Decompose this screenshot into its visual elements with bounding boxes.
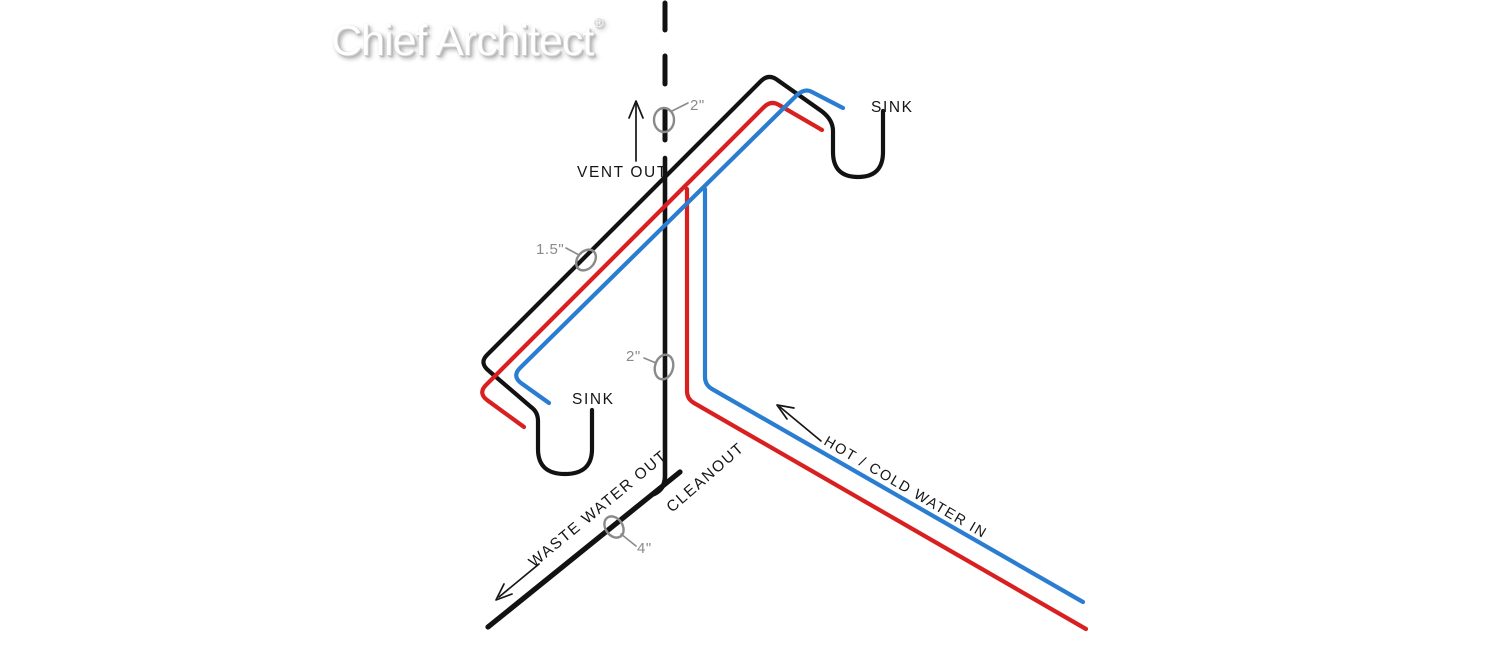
waste-main-size-callout: 4" [603,515,652,557]
sink-top-right-label: SINK [871,99,914,116]
sink-branch-size-callout: 1.5" [536,241,598,272]
stack-size-bubble [653,353,675,381]
waste-main-size-bubble [603,515,625,539]
waste-main-line [485,469,683,630]
sink-branch-size-bubble [574,248,598,272]
water-in-arrow-up-left [776,404,822,442]
registered-trademark-symbol: ® [593,14,604,30]
vent-out-arrow-up [628,100,644,162]
hot-water-run-line [480,100,825,430]
sink-bottom-left-label: SINK [572,391,615,408]
stack-size-leader-line [643,357,657,364]
vent-size-label: 2" [690,97,705,114]
brand-name-text: Chief Architect [331,17,594,65]
chief-architect-logo: Chief Architect® [331,14,604,66]
stack-size-callout: 2" [626,348,675,381]
vent-size-leader-line [671,102,689,112]
vent-size-callout: 2" [652,97,705,134]
drain-branch-line [481,74,886,477]
vent-size-bubble [652,106,676,134]
waste-main-size-label: 4" [637,540,652,557]
waste-out-arrow-down-left [495,563,540,601]
sink-branch-size-leader-line [565,247,580,256]
waste-main-size-leader-line [620,533,637,547]
hot-water-supply-riser-line [684,186,1089,632]
sink-branch-size-label: 1.5" [536,241,564,258]
vent-out-label: VENT OUT [577,164,668,181]
cold-water-run-line [514,88,846,406]
cold-water-supply-riser-line [702,186,1086,605]
stack-size-label: 2" [626,348,641,365]
